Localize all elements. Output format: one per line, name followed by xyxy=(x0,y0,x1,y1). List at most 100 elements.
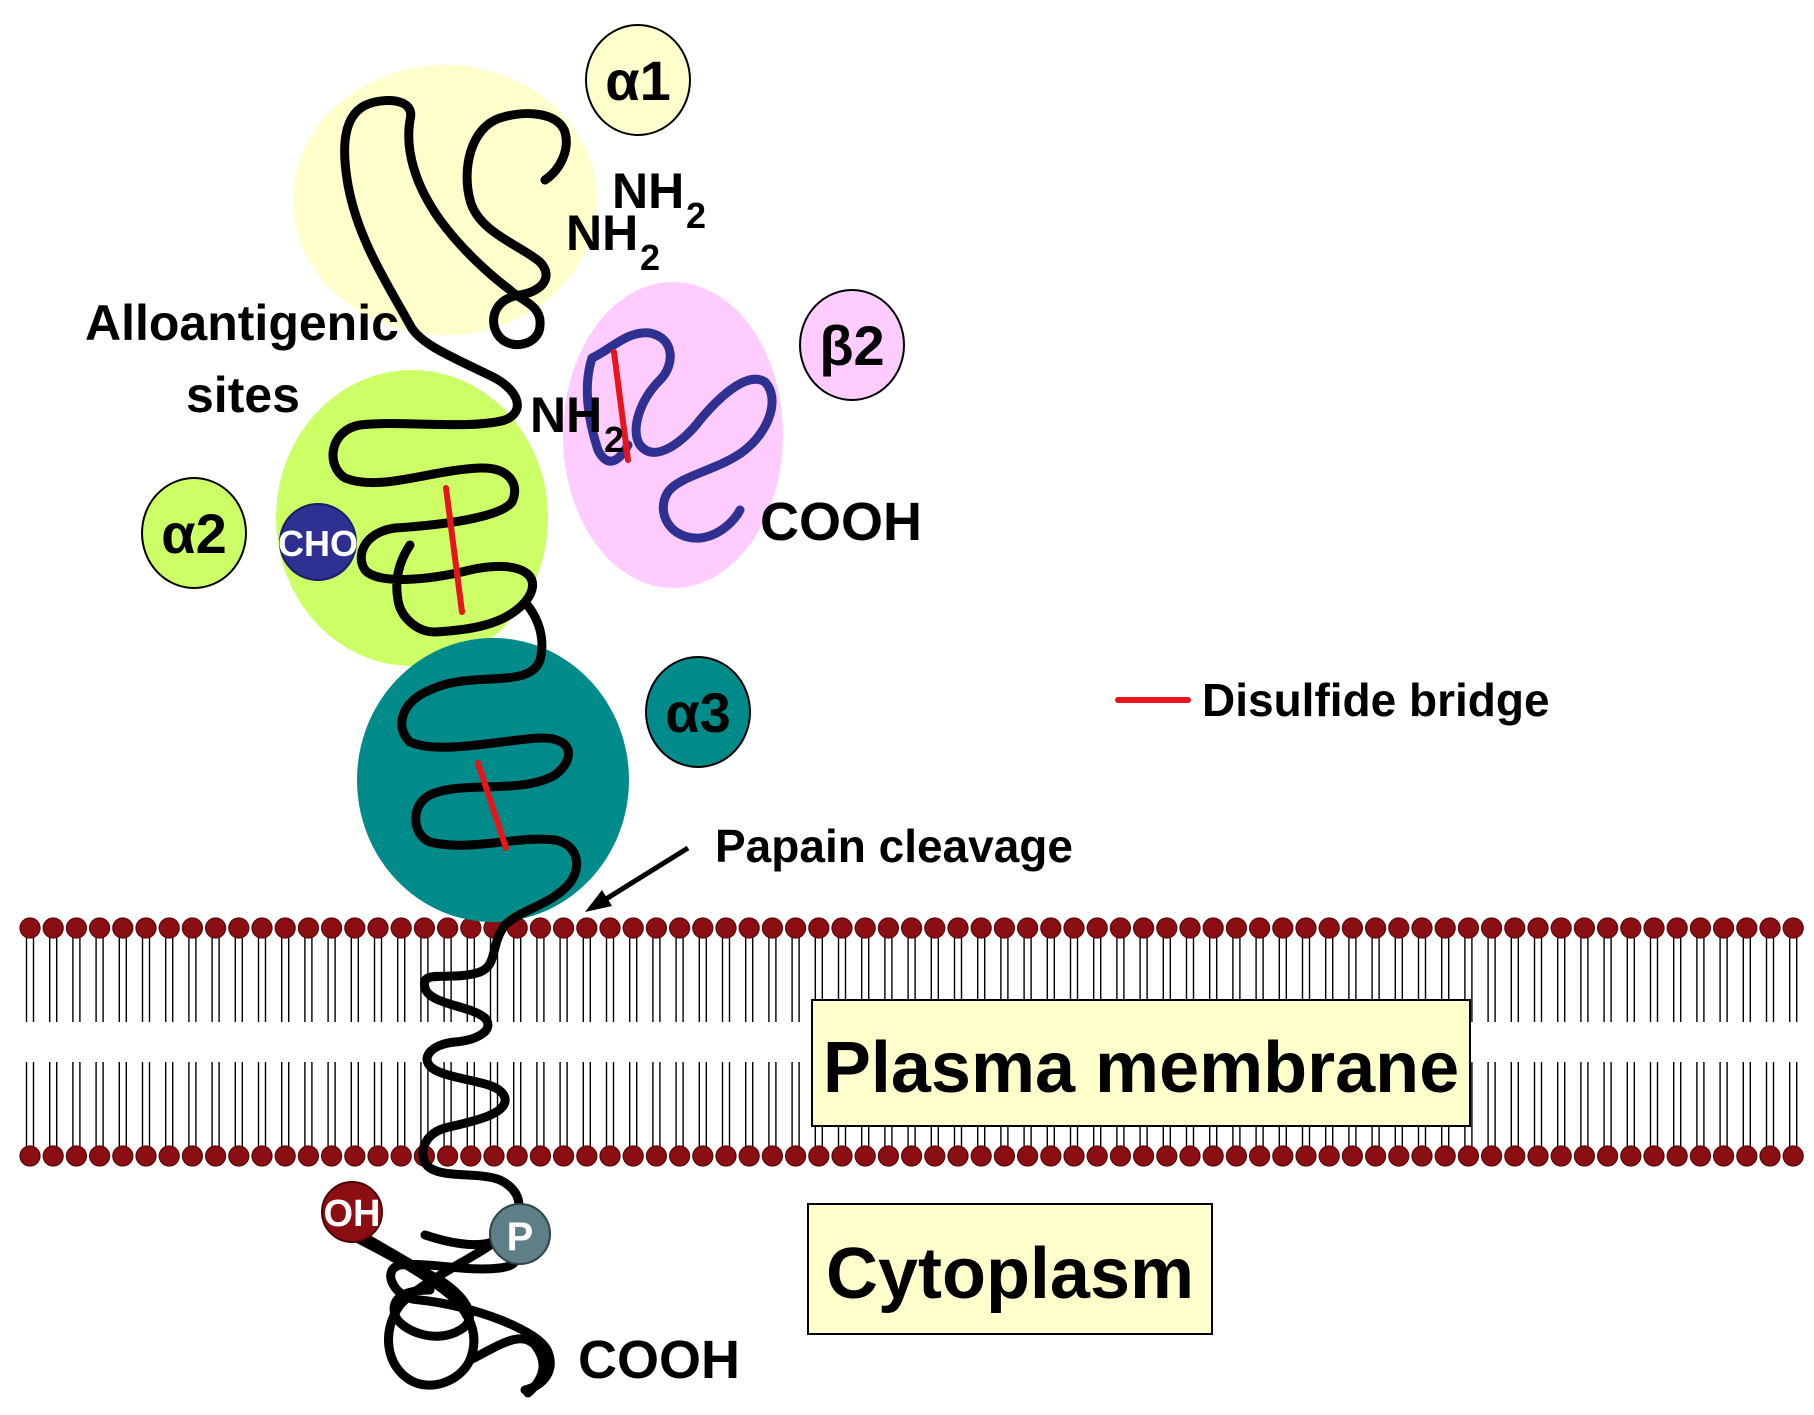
lipid-head xyxy=(1063,1145,1085,1167)
lipid-head xyxy=(668,917,691,939)
lipid-head xyxy=(1272,1145,1294,1167)
lipid-head xyxy=(1179,917,1201,939)
lipid-head xyxy=(19,1145,41,1167)
lipid-head xyxy=(42,917,64,939)
cytoplasmic-tail-loop xyxy=(340,1227,505,1390)
lipid-head xyxy=(1457,1145,1480,1167)
lipid-head xyxy=(1434,917,1456,939)
lipid-head xyxy=(1759,917,1781,939)
lipid-head xyxy=(1109,1145,1132,1167)
plasma-membrane-label: Plasma membrane xyxy=(823,1028,1459,1108)
lipid-head xyxy=(1202,917,1224,939)
lipid-head xyxy=(1388,917,1410,939)
papain-cleavage-label: Papain cleavage xyxy=(715,820,1073,872)
cytoplasmic-tail-end xyxy=(465,1334,548,1398)
lipid-head xyxy=(367,1145,389,1167)
lipid-head xyxy=(297,917,319,939)
lipid-head xyxy=(1364,1145,1387,1167)
lipid-head xyxy=(1480,917,1503,939)
lipid-head xyxy=(1086,1145,1108,1167)
lipid-head xyxy=(344,1145,366,1167)
lipid-head xyxy=(761,1145,784,1167)
alpha1-domain xyxy=(293,65,597,335)
lipid-head xyxy=(1573,1145,1596,1167)
lipid-head xyxy=(1573,917,1596,939)
lipid-head xyxy=(228,1145,250,1167)
lipid-head xyxy=(205,1145,227,1167)
lipid-head xyxy=(1527,917,1549,939)
lipid-head xyxy=(1596,917,1619,939)
lipid-head xyxy=(993,1145,1016,1167)
lipid-head xyxy=(1457,917,1480,939)
lipid-head xyxy=(761,917,784,939)
nh2-sub-1: 2 xyxy=(686,195,706,236)
lipid-head xyxy=(692,917,714,939)
lipid-head xyxy=(1295,917,1317,939)
lipid-head xyxy=(599,1145,621,1167)
legend-disulfide-label: Disulfide bridge xyxy=(1202,674,1550,726)
alpha-heavy-chain xyxy=(328,96,582,1395)
lipid-head xyxy=(1179,1145,1201,1167)
lipid-head xyxy=(228,917,250,939)
lipid-head xyxy=(1620,1145,1642,1167)
alloantigenic-label-line2: sites xyxy=(186,367,300,423)
lipid-head xyxy=(900,1145,923,1167)
lipid-head xyxy=(1016,1145,1039,1167)
legend: Disulfide bridge xyxy=(1115,674,1550,726)
lipid-head xyxy=(1411,1145,1433,1167)
alpha2-label: α2 xyxy=(161,502,227,565)
lipid-head xyxy=(877,1145,900,1167)
lipid-head xyxy=(645,1145,668,1167)
lipid-head xyxy=(1341,917,1364,939)
lipid-head xyxy=(42,1145,64,1167)
cooh-beta2-label: COOH xyxy=(760,492,922,552)
lipid-head xyxy=(715,917,737,939)
lipid-head xyxy=(158,1145,180,1167)
lipid-head xyxy=(274,1145,296,1167)
lipid-head xyxy=(274,917,296,939)
lipid-head xyxy=(1527,1145,1549,1167)
plasma-membrane-box: Plasma membrane xyxy=(811,999,1471,1127)
lipid-head xyxy=(1248,917,1271,939)
lipid-head xyxy=(1040,917,1062,939)
lipid-head xyxy=(321,917,343,939)
lipid-head xyxy=(900,917,923,939)
lipid-head xyxy=(924,1145,946,1167)
alpha2-domain xyxy=(276,370,548,666)
lipid-head xyxy=(738,917,760,939)
beta2-domain xyxy=(563,282,783,588)
lipid-head xyxy=(576,1145,598,1167)
alpha3-label: α3 xyxy=(665,681,731,744)
lipid-head xyxy=(1225,917,1248,939)
cooh-cytoplasmic-label: COOH xyxy=(578,1330,740,1390)
lipid-head xyxy=(135,1145,157,1167)
disulfide-bridge-beta2 xyxy=(611,349,631,463)
lipid-head xyxy=(715,1145,737,1167)
lipid-head xyxy=(1248,1145,1271,1167)
lipid-head xyxy=(947,1145,969,1167)
lipid-head xyxy=(808,1145,830,1167)
lipid-head xyxy=(65,1145,88,1167)
alpha2-badge: α2 xyxy=(141,477,247,589)
lipid-head xyxy=(692,1145,714,1167)
lipid-head xyxy=(1689,1145,1712,1167)
p-phosphate-group: P xyxy=(489,1203,551,1265)
lipid-head xyxy=(970,917,992,939)
lipid-head xyxy=(808,917,830,939)
lipid-head xyxy=(1016,917,1039,939)
lipid-head xyxy=(88,1145,111,1167)
lipid-head xyxy=(390,917,412,939)
lipid-head xyxy=(1434,1145,1456,1167)
lipid-head xyxy=(529,917,552,939)
lipid-head xyxy=(552,1145,575,1167)
arrowhead-icon xyxy=(585,890,612,912)
nh2-sub-2: 2 xyxy=(640,237,660,278)
lipid-head xyxy=(65,917,88,939)
alloantigenic-label-line1: Alloantigenic xyxy=(85,295,399,351)
lipid-head xyxy=(1341,1145,1364,1167)
beta2-badge: β2 xyxy=(799,289,905,401)
lipid-head xyxy=(1712,917,1735,939)
lipid-head xyxy=(1550,917,1572,939)
lipid-head xyxy=(1225,1145,1248,1167)
p-label: P xyxy=(507,1215,534,1259)
